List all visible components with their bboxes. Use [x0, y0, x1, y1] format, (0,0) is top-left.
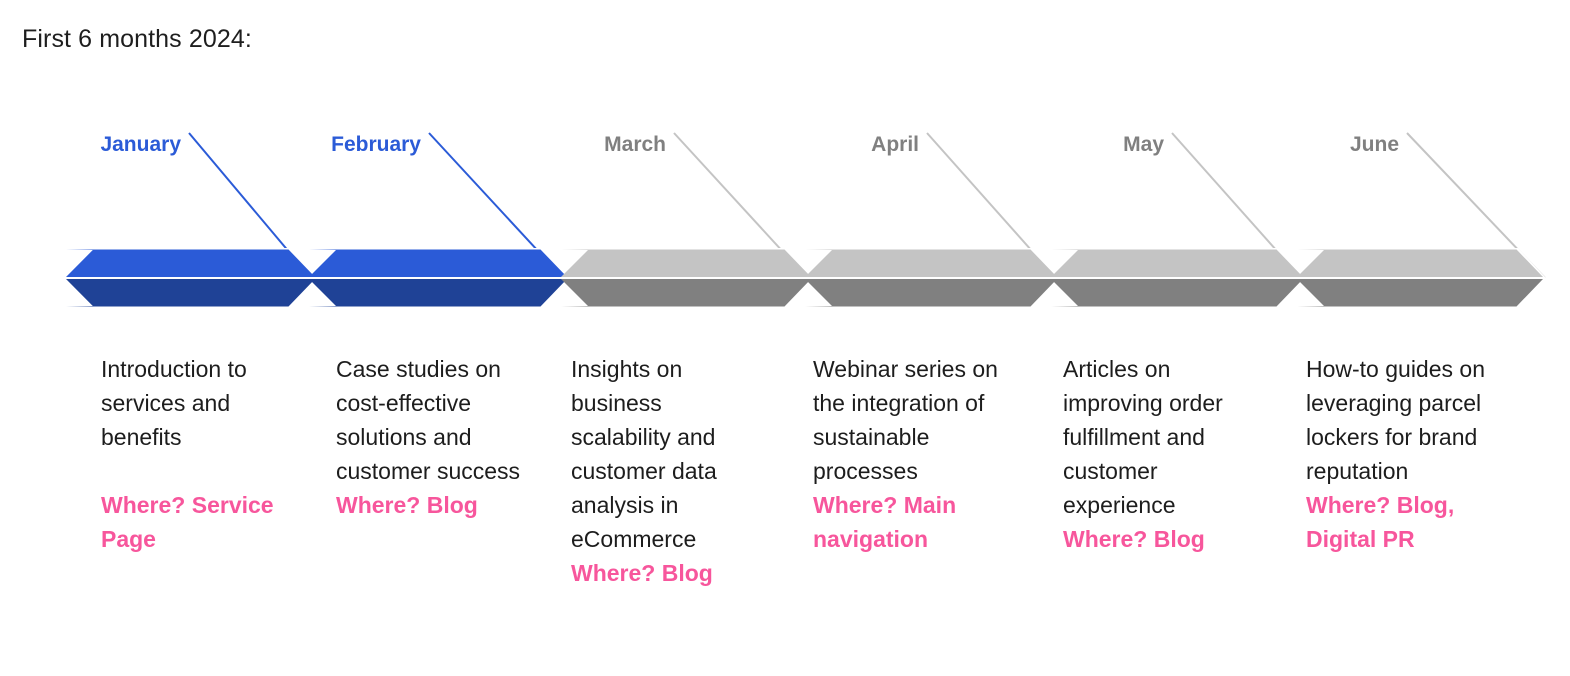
- month-label-february: February: [331, 133, 421, 156]
- timeline-column-march: Insights on business scalability and cus…: [571, 352, 767, 590]
- page-title: First 6 months 2024:: [22, 25, 252, 53]
- column-where-may: Where? Blog: [1063, 526, 1205, 552]
- column-body-april: Webinar series on the integration of sus…: [813, 356, 998, 484]
- column-body-january: Introduction to services and benefits: [101, 356, 247, 450]
- description-columns: Introduction to services and benefits Wh…: [0, 352, 1570, 652]
- column-where-april: Where? Main navigation: [813, 492, 957, 552]
- chevron-may-bottom[interactable]: [1051, 279, 1303, 307]
- column-where-march: Where? Blog: [571, 560, 713, 586]
- column-body-june: How-to guides on leveraging parcel locke…: [1306, 356, 1485, 484]
- chevron-february-top[interactable]: [309, 249, 567, 278]
- chevron-june-bottom[interactable]: [1297, 279, 1543, 307]
- timeline-column-may: Articles on improving order fulfillment …: [1063, 352, 1253, 556]
- month-label-may: May: [1123, 133, 1164, 156]
- chevron-april-top[interactable]: [805, 249, 1057, 278]
- timeline-column-june: How-to guides on leveraging parcel locke…: [1306, 352, 1498, 556]
- column-where-february: Where? Blog: [336, 492, 478, 518]
- chevron-january-top[interactable]: [66, 249, 315, 278]
- column-where-january: Where? Service Page: [101, 492, 274, 552]
- month-label-june: June: [1349, 133, 1399, 156]
- column-body-march: Insights on business scalability and cus…: [571, 356, 717, 552]
- month-label-january: January: [100, 133, 181, 156]
- column-body-february: Case studies on cost-effective solutions…: [336, 356, 521, 484]
- chevron-january-bottom[interactable]: [66, 279, 315, 307]
- chevron-march-bottom[interactable]: [561, 279, 811, 307]
- timeline-column-february: Case studies on cost-effective solutions…: [336, 352, 528, 522]
- timeline-column-january: Introduction to services and benefits Wh…: [101, 352, 287, 556]
- column-body-may: Articles on improving order fulfillment …: [1063, 356, 1223, 518]
- chevron-april-bottom[interactable]: [805, 279, 1057, 307]
- timeline-column-april: Webinar series on the integration of sus…: [813, 352, 1003, 556]
- month-label-march: March: [604, 133, 666, 156]
- chevron-june-top[interactable]: [1297, 249, 1543, 278]
- column-where-june: Where? Blog, Digital PR: [1306, 492, 1455, 552]
- month-label-april: April: [871, 133, 919, 156]
- chevron-march-top[interactable]: [561, 249, 811, 278]
- chevron-may-top[interactable]: [1051, 249, 1303, 278]
- chevron-february-bottom[interactable]: [309, 279, 567, 307]
